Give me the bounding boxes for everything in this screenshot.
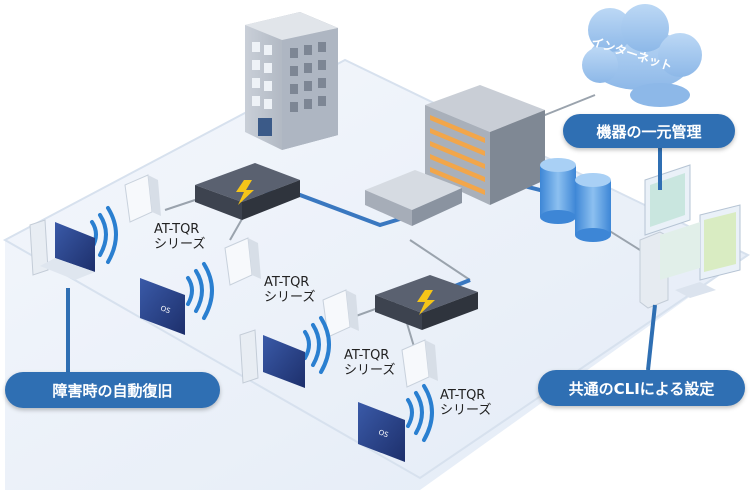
- monitor-icon: [239, 329, 305, 388]
- ap-label-series: シリーズ: [344, 363, 396, 378]
- callout-common-cli: 共通のCLIによる設定: [538, 370, 745, 406]
- ap-label: AT-TQR シリーズ: [264, 275, 315, 305]
- office-building-icon: [245, 12, 338, 150]
- svg-text:OS: OS: [377, 428, 390, 439]
- switch-icon: [195, 163, 300, 220]
- wifi-signal-icon: [90, 206, 434, 442]
- wireless-ap-icon: [124, 174, 161, 223]
- ap-label: AT-TQR シリーズ: [154, 222, 205, 252]
- ap-label-series: シリーズ: [440, 403, 492, 418]
- database-icon: [540, 158, 611, 242]
- ap-label-model: AT-TQR: [154, 222, 200, 237]
- cloud-icon: [582, 4, 702, 107]
- ap-label-model: AT-TQR: [344, 348, 390, 363]
- ap-label-series: シリーズ: [264, 290, 316, 305]
- switch-icon: [375, 275, 478, 330]
- laptop-icon: OS: [358, 402, 405, 462]
- ap-label-model: AT-TQR: [264, 275, 310, 290]
- ap-label: AT-TQR シリーズ: [344, 348, 395, 378]
- server-rack-icon: [425, 85, 545, 205]
- callout-auto-recovery: 障害時の自動復旧: [5, 372, 220, 408]
- svg-text:OS: OS: [159, 304, 172, 315]
- wireless-ap-icon: [401, 339, 438, 388]
- ap-label: AT-TQR シリーズ: [440, 388, 491, 418]
- wireless-ap-icon: [224, 237, 261, 286]
- ap-label-model: AT-TQR: [440, 388, 486, 403]
- callout-pointers: [66, 148, 662, 372]
- callout-management: 機器の一元管理: [563, 114, 735, 148]
- appliance-icon: [365, 170, 462, 226]
- monitor-icon: [29, 219, 95, 280]
- monitor-icon: [644, 164, 741, 298]
- ap-label-series: シリーズ: [154, 237, 206, 252]
- wireless-ap-icon: [322, 289, 359, 338]
- laptop-icon: OS: [140, 278, 185, 335]
